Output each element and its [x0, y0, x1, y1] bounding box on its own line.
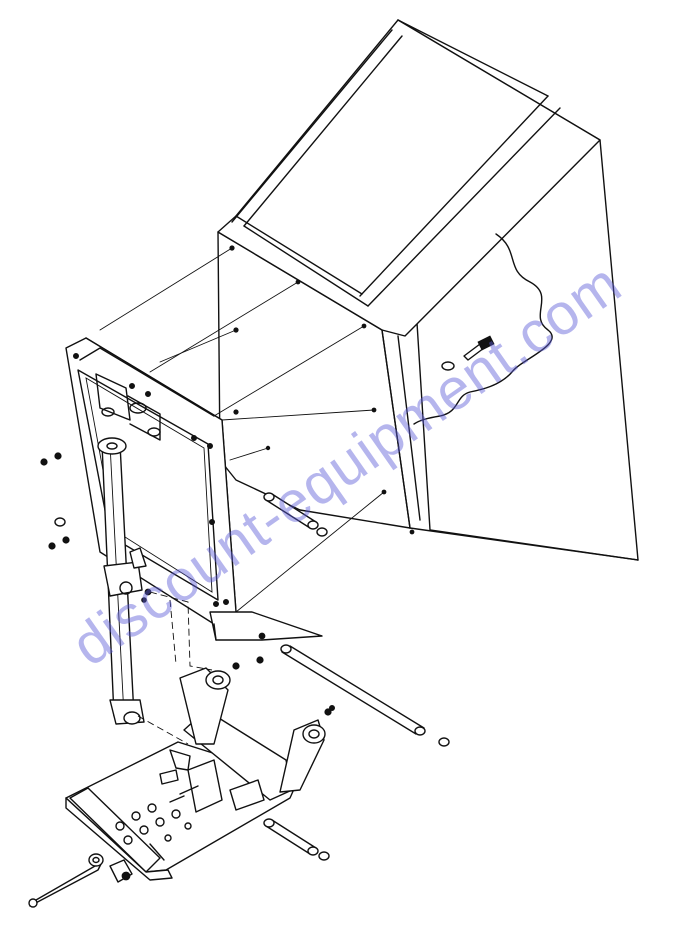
short-pin [263, 492, 319, 530]
bolt [159, 335, 495, 785]
nut [40, 452, 332, 883]
grease-fitting [258, 632, 335, 712]
cylinder-alignment-dashes [137, 591, 213, 745]
base-bracket [65, 667, 326, 881]
hydraulic-cylinder [97, 437, 152, 725]
hopper-chute [217, 19, 639, 561]
long-pin [280, 644, 426, 736]
frame-hopper-alignment-lines [99, 247, 385, 613]
washer [54, 361, 455, 867]
long-pin [28, 861, 103, 908]
short-pin [263, 818, 319, 856]
